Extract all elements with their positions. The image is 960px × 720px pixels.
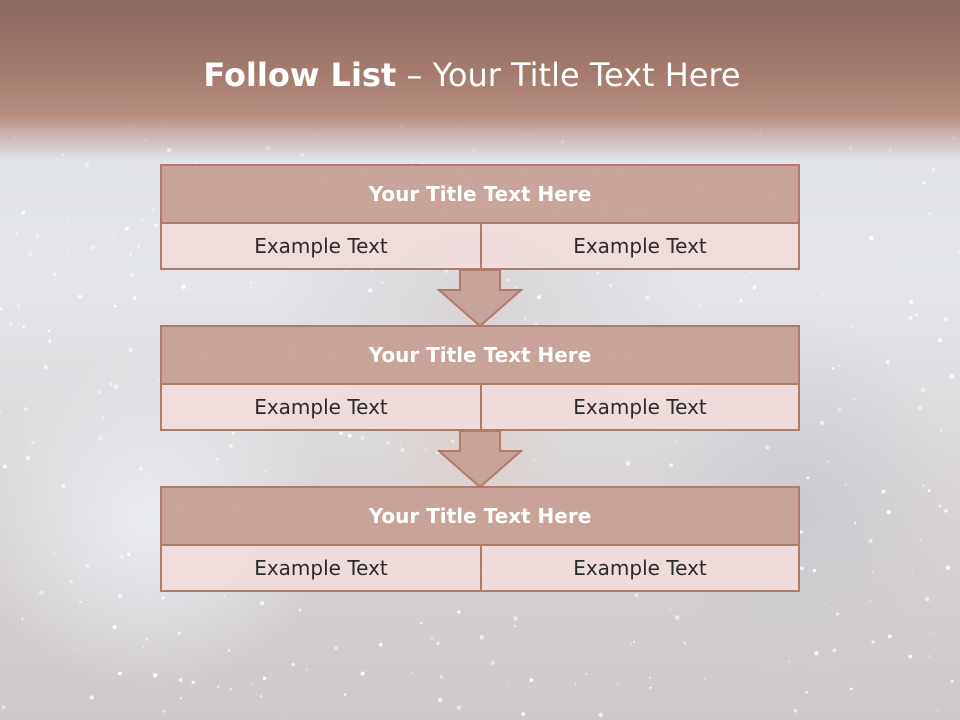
down-arrow-icon bbox=[437, 431, 523, 489]
slide-title-bold: Follow List bbox=[203, 56, 397, 94]
block-cell-right: Example Text bbox=[482, 546, 798, 590]
block-cell-left: Example Text bbox=[162, 546, 482, 590]
list-block-1: Your Title Text Here Example Text Exampl… bbox=[160, 164, 800, 270]
list-block-3: Your Title Text Here Example Text Exampl… bbox=[160, 486, 800, 592]
list-block-2: Your Title Text Here Example Text Exampl… bbox=[160, 325, 800, 431]
block-title: Your Title Text Here bbox=[162, 488, 798, 546]
block-cell-left: Example Text bbox=[162, 224, 482, 268]
block-cell-left: Example Text bbox=[162, 385, 482, 429]
header-band bbox=[0, 0, 960, 160]
block-title: Your Title Text Here bbox=[162, 166, 798, 224]
down-arrow-icon bbox=[437, 270, 523, 328]
block-cell-right: Example Text bbox=[482, 224, 798, 268]
slide-title-rest: – Your Title Text Here bbox=[396, 56, 741, 94]
slide-title: Follow List – Your Title Text Here bbox=[0, 56, 944, 94]
block-cell-right: Example Text bbox=[482, 385, 798, 429]
block-title: Your Title Text Here bbox=[162, 327, 798, 385]
